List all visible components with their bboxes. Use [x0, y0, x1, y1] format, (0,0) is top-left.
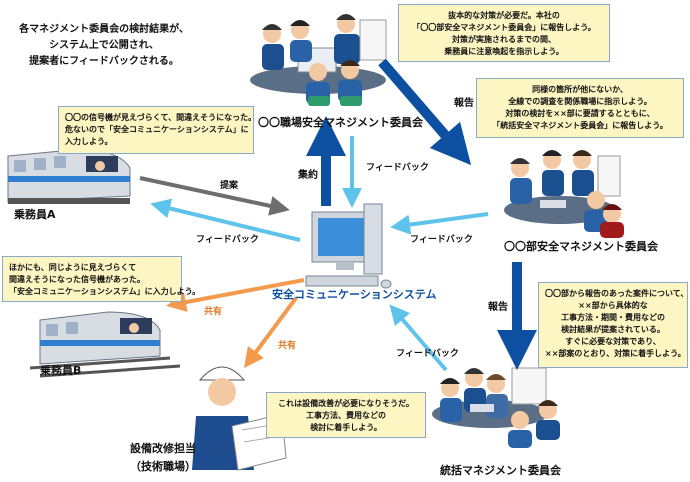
callout-workplace: 抜本的な対策が必要だ。本社の 「〇〇部安全マネジメント委員会」に報告しよう。 対… [398, 4, 610, 62]
arrow-label-feedback-general: フィードバック [396, 349, 459, 359]
arrow-proposal [139, 176, 290, 216]
arrow-label-feedback-dept: フィードバック [410, 235, 473, 245]
callout-line: ××部案のとおり、対策に着手しよう。 [545, 349, 686, 358]
intro-text: 各マネジメント委員会の検討結果が、 システム上で公開され、 提案者にフィードバッ… [14, 22, 194, 70]
label-crew-a: 乗務員A [14, 208, 56, 221]
arrow-label-aggregate: 集約 [298, 170, 318, 181]
callout-line: 抜本的な対策が必要だ。本社の [448, 11, 560, 20]
arrow-report-1 [378, 58, 472, 166]
callout-dept: 同様の箇所が他にないか、 全線での調査を関係職場に指示しよう。 対策の検討を××… [476, 78, 684, 138]
callout-line: 〇〇部から報告のあった案件について、 [545, 289, 689, 298]
arrow-share-facility [244, 296, 298, 369]
workplace-meeting-illustration [250, 14, 387, 106]
arrow-feedback-dept [390, 212, 489, 235]
arrow-label-share-crew-b: 共有 [204, 307, 223, 317]
callout-facility: これは設備改善が必要になりそうだ。 工事方法、費用などの 検討に着手しよう。 [266, 392, 426, 438]
callout-line: ××部から具体的な [578, 301, 648, 310]
callout-line: 全線での調査を関係職場に指示しよう。 [508, 97, 652, 106]
callout-line: 同様の箇所が他にないか、 [532, 85, 628, 94]
label-dept-committee: 〇〇部安全マネジメント委員会 [504, 240, 658, 253]
arrow-label-feedback-workplace: フィードバック [366, 163, 429, 173]
arrow-label-proposal: 提案 [220, 181, 239, 191]
callout-line: 工事方法、費用などの [306, 411, 386, 420]
callout-crew-b: ほかにも、同じように見えづらくて 間違えそうになった信号機があった。 「安全コミ… [2, 256, 201, 302]
callout-line: 「〇〇部安全マネジメント委員会」に報告しよう。 [412, 23, 596, 32]
label-crew-b: 乗務員B [40, 364, 82, 377]
callout-line: 間違えそうになった信号機があった。 [9, 275, 145, 284]
arrow-label-report-2: 報告 [488, 302, 508, 313]
callout-line: 検討に着手しよう。 [310, 423, 382, 432]
train-a-illustration [7, 149, 131, 204]
arrow-share-crew-b [166, 278, 305, 312]
label-facility-1: 設備改修担当 [130, 442, 196, 455]
callout-line: 「安全コミュニケーションシステム」に入力しよう。 [9, 287, 201, 296]
label-facility-2: （技術職場） [130, 460, 196, 473]
arrow-label-feedback-crew-a: フィードバック [196, 235, 259, 245]
callout-crew-a: 〇〇の信号機が見えづらくて、間違えそうになった。 危ないので「安全コミュニケーシ… [58, 106, 257, 154]
callout-line: ほかにも、同じように見えづらくて [9, 263, 137, 272]
callout-general: 〇〇部から報告のあった案件について、 ××部から具体的な 工事方法・期間・費用な… [538, 282, 688, 368]
label-general-committee: 統括マネジメント委員会 [440, 464, 561, 477]
callout-line: 「統括安全マネジメント委員会」に報告しよう。 [492, 121, 668, 130]
callout-line: 検討結果が提案されている。 [561, 325, 665, 334]
callout-line: 対策が実施されるまでの間、 [452, 35, 556, 44]
callout-line: すぐに必要な対策であり、 [565, 337, 661, 346]
computer-illustration [305, 203, 392, 289]
dept-meeting-illustration [504, 150, 624, 238]
callout-line: 工事方法・期間・費用などの [561, 313, 665, 322]
callout-line: 危ないので「安全コミュニケーションシステム」に [65, 125, 249, 134]
arrow-feedback-general [389, 304, 448, 372]
label-system: 安全コミュニケーションシステム [272, 288, 437, 301]
intro-line: システム上で公開され、 [49, 40, 159, 51]
callout-line: 〇〇の信号機が見えづらくて、間違えそうになった。 [65, 113, 257, 122]
callout-line: 入力しよう。 [65, 137, 113, 146]
arrow-feedback-crew-a [150, 198, 301, 242]
intro-line: 各マネジメント委員会の検討結果が、 [19, 24, 189, 35]
train-b-illustration [29, 311, 181, 378]
label-workplace-committee: 〇〇職場安全マネジメント委員会 [258, 116, 423, 129]
intro-line: 提案者にフィードバックされる。 [29, 56, 179, 67]
callout-line: 乗務員に注意喚起を指示しよう。 [444, 47, 564, 56]
arrow-label-report: 報告 [454, 98, 474, 109]
general-meeting-illustration [432, 367, 560, 448]
callout-line: 対策の検討を××部に要請するとともに、 [505, 109, 655, 118]
callout-line: これは設備改善が必要になりそうだ。 [278, 399, 414, 408]
arrow-label-share-facility: 共有 [278, 341, 297, 351]
